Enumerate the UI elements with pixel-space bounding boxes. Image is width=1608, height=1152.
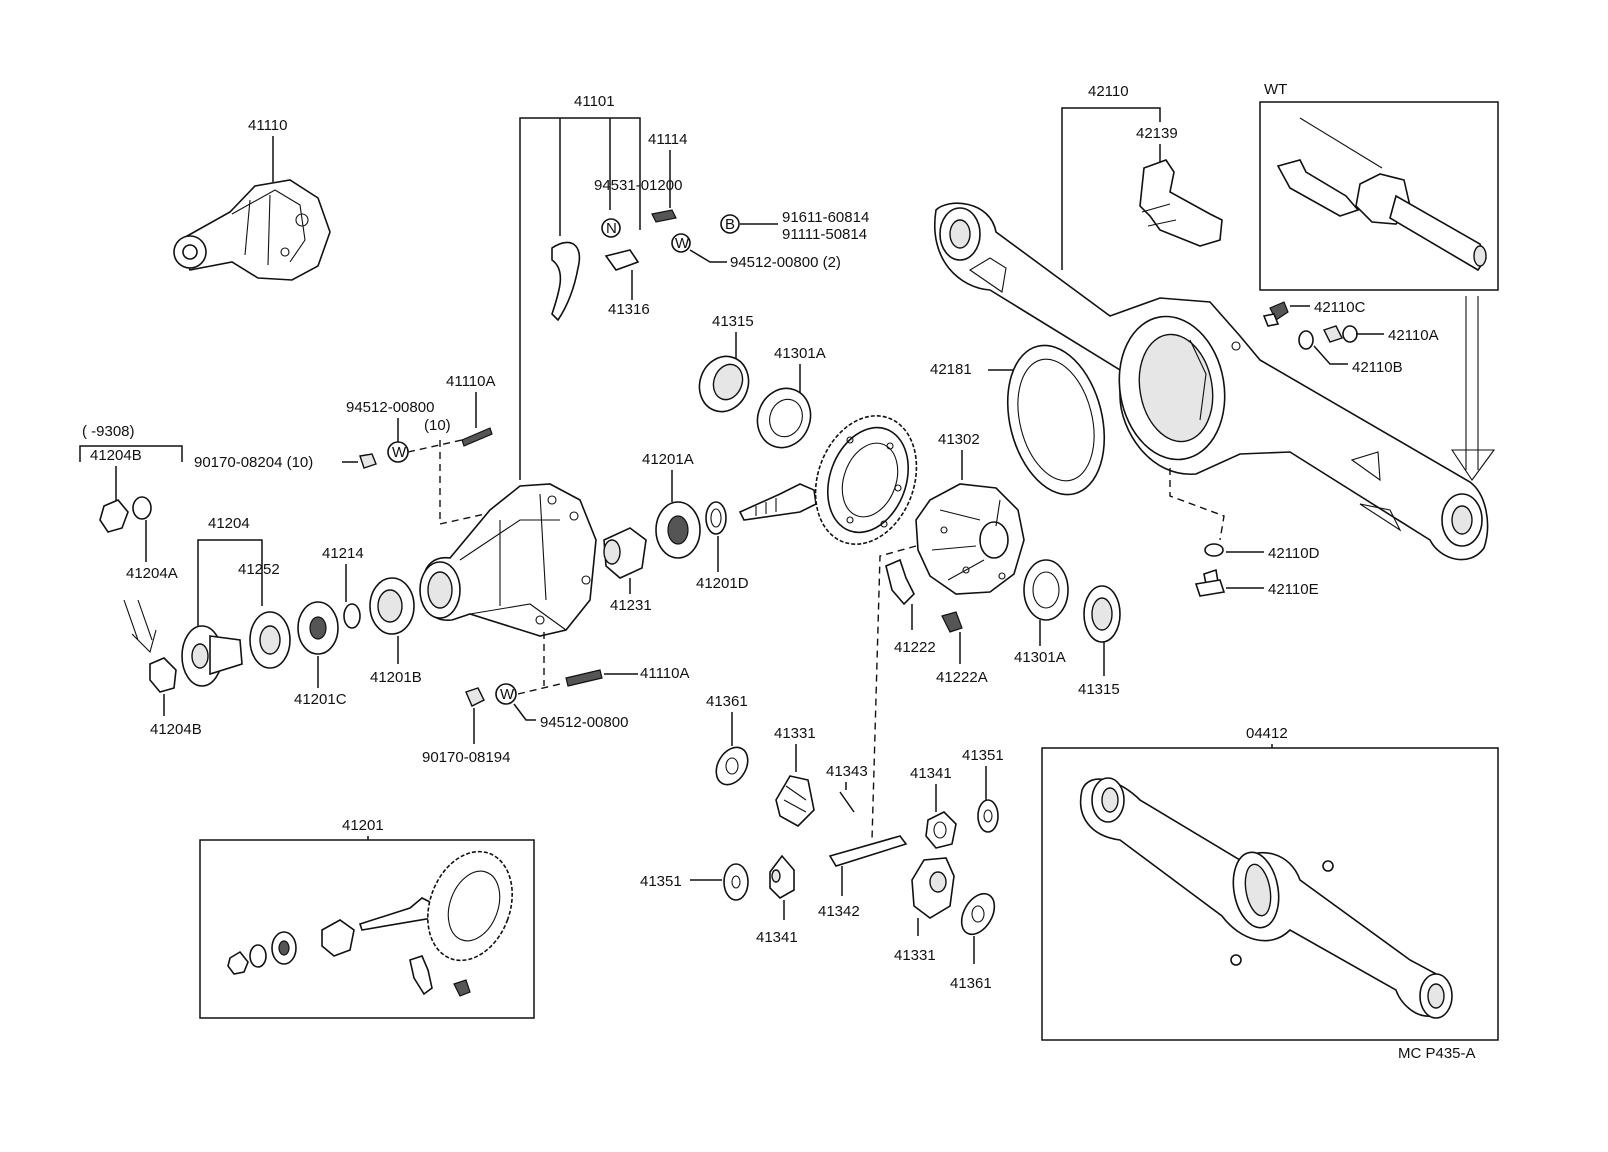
- label-94531-01200: 94531-01200: [594, 177, 682, 194]
- label-41101: 41101: [574, 93, 615, 110]
- label-41204B-top: 41204B: [90, 447, 142, 464]
- label-41302: 41302: [938, 431, 980, 448]
- label-41341-right: 41341: [910, 765, 952, 782]
- label-41214: 41214: [322, 545, 364, 562]
- label-41201C: 41201C: [294, 691, 347, 708]
- callout-41101: 41101 41114 94531-01200 N 41316 W B 9161…: [519, 93, 869, 480]
- label-41341-left: 41341: [756, 929, 798, 946]
- pinion-bearings: 41231 41201A 41201D: [603, 451, 749, 614]
- label-41201-box: 41201: [342, 817, 384, 834]
- differential-case: 41302: [915, 431, 1025, 595]
- label-41201A: 41201A: [642, 451, 694, 468]
- w-mark-icon: W: [675, 235, 690, 252]
- label-91611-60814: 91611-60814: [782, 209, 869, 226]
- ring-and-pinion-gear: [738, 415, 918, 545]
- label-41114: 41114: [648, 131, 688, 148]
- bearing-41301A-top: 41301A: [756, 345, 826, 449]
- label-10: (10): [424, 417, 451, 434]
- label-42181: 42181: [930, 361, 972, 378]
- label-41204: 41204: [208, 515, 250, 532]
- label-42139: 42139: [1136, 125, 1178, 142]
- label-41252: 41252: [238, 561, 280, 578]
- label-41315-top: 41315: [712, 313, 754, 330]
- label-WT: WT: [1264, 81, 1287, 98]
- label-42110D: 42110D: [1268, 545, 1320, 562]
- label-42110: 42110: [1088, 83, 1129, 100]
- label-42110E: 42110E: [1268, 581, 1319, 598]
- box-04412: 04412: [1041, 725, 1499, 1041]
- label-41316: 41316: [608, 301, 650, 318]
- label-94512-00800-10: 94512-00800: [346, 399, 434, 416]
- carrier-housing: [419, 483, 597, 686]
- label-41222A: 41222A: [936, 669, 988, 686]
- label-41201D: 41201D: [696, 575, 749, 592]
- adjuster-group: 41222 41222A 41301A 41315: [871, 545, 1121, 841]
- label-41361-left: 41361: [706, 693, 748, 710]
- gasket-42181: 42181: [930, 344, 1106, 496]
- box-41201: 41201: [199, 817, 535, 1019]
- label-41351-right: 41351: [962, 747, 1004, 764]
- label-41231: 41231: [610, 597, 652, 614]
- label-04412: 04412: [1246, 725, 1288, 742]
- housing-plugs: 42110C 42110A 42110B: [1262, 299, 1439, 376]
- label-41315-bottom: 41315: [1078, 681, 1120, 698]
- label-41351-left: 41351: [640, 873, 682, 890]
- label-9308-bracket: ( -9308): [82, 423, 135, 440]
- label-41301A-bottom: 41301A: [1014, 649, 1066, 666]
- flange-group: ( -9308) 41204B 41204A 41204 41252 41204…: [79, 423, 422, 738]
- wt-inset-box: WT: [1259, 81, 1499, 481]
- stud-group-top: 41110A 94512-00800 (10) W 90170-08204 (1…: [194, 373, 496, 525]
- n-mark-icon: N: [606, 220, 617, 237]
- label-41110: 41110: [248, 117, 288, 134]
- label-41222: 41222: [894, 639, 936, 656]
- label-41331-right: 41331: [894, 947, 936, 964]
- label-41204A: 41204A: [126, 565, 178, 582]
- label-41110A-bottom: 41110A: [640, 665, 690, 682]
- axle-housing: 42110 42139: [934, 83, 1489, 561]
- label-41301A-top: 41301A: [774, 345, 826, 362]
- label-41331-left: 41331: [774, 725, 816, 742]
- carrier-assembly-drawing: 41110: [173, 117, 331, 281]
- diff-gears: 41361 41331 41343 41341 41351 41351 4134…: [640, 693, 1004, 992]
- label-41342: 41342: [818, 903, 860, 920]
- label-41201B: 41201B: [370, 669, 422, 686]
- label-41204B-bottom: 41204B: [150, 721, 202, 738]
- label-90170-08194: 90170-08194: [422, 749, 510, 766]
- bearing-41315-top: 41315: [698, 313, 754, 413]
- drain-plugs: 42110D 42110E: [1194, 543, 1320, 598]
- diagram-reference: MC P435-A: [1398, 1045, 1476, 1062]
- label-94512-00800-2: 94512-00800 (2): [730, 254, 841, 271]
- label-41343: 41343: [826, 763, 868, 780]
- label-91111-50814: 91111-50814: [782, 226, 867, 243]
- label-94512-00800-bottom: 94512-00800: [540, 714, 628, 731]
- b-mark-icon: B: [725, 216, 735, 233]
- label-90170-08204: 90170-08204 (10): [194, 454, 313, 471]
- w-mark-icon: W: [392, 444, 407, 461]
- label-41110A-top: 41110A: [446, 373, 496, 390]
- stud-group-bottom: 41110A W 94512-00800 90170-08194: [422, 665, 690, 766]
- label-41361-right: 41361: [950, 975, 992, 992]
- label-42110A: 42110A: [1388, 327, 1439, 344]
- w-mark-icon: W: [500, 686, 515, 703]
- label-42110C: 42110C: [1314, 299, 1366, 316]
- label-42110B: 42110B: [1352, 359, 1403, 376]
